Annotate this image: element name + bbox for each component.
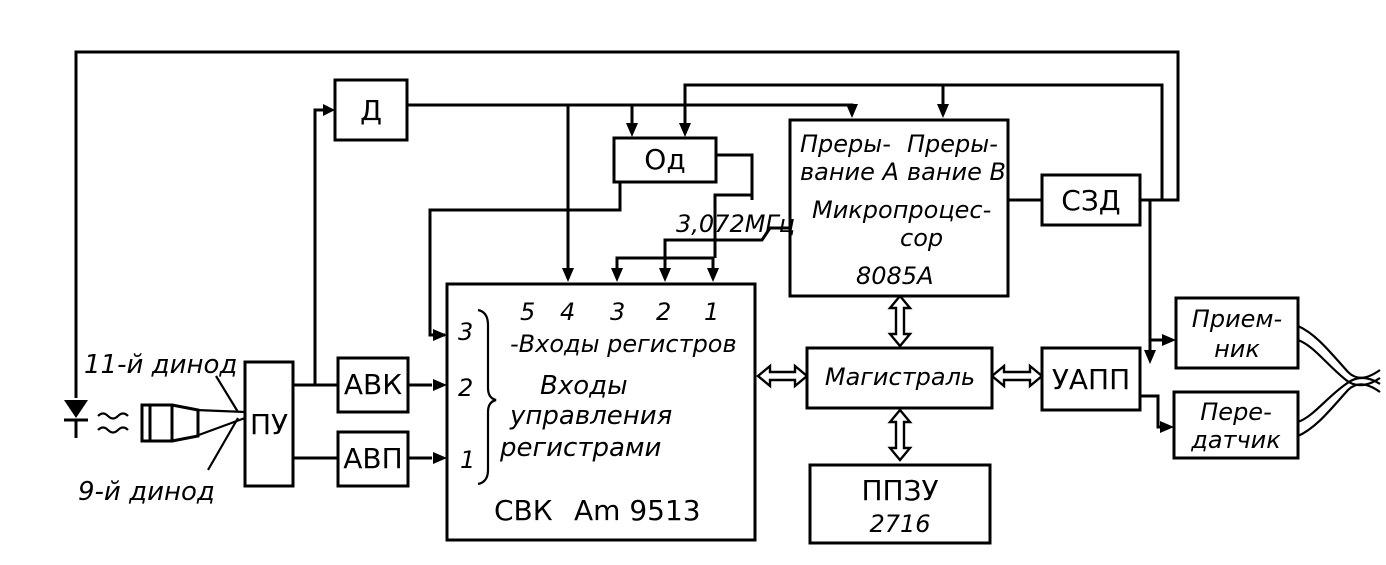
svk-ctrl-brace	[477, 308, 497, 486]
block-avp-label: АВП	[343, 442, 402, 475]
arrow-into-od-right	[679, 123, 691, 137]
block-peredatchik-line2: датчик	[1190, 426, 1281, 454]
svk-ctrl-3: 3	[458, 318, 473, 346]
block-ppzu-line2: 2716	[869, 510, 930, 538]
arrow-into-svk-ctrl1	[433, 452, 447, 464]
bus-arrows	[756, 294, 1044, 462]
svk-reg-1: 1	[704, 298, 719, 326]
svk-reg-4: 4	[560, 298, 575, 326]
arrow-into-priemnik	[1162, 334, 1176, 346]
wire-uapp-tx	[1140, 394, 1168, 429]
svk-reg-3: 3	[610, 298, 625, 326]
bus-magistral-ppzu	[887, 408, 913, 462]
svk-reg-5: 5	[520, 298, 535, 326]
block-svk	[445, 282, 757, 542]
block-peredatchik	[1172, 390, 1300, 460]
cpu-model: 8085А	[856, 262, 934, 290]
arrow-into-int-b	[937, 104, 949, 118]
arrow-into-svk-2	[659, 268, 671, 282]
block-pu-label: ПУ	[250, 408, 288, 441]
svk-ctrl-1: 1	[460, 446, 475, 474]
arrow-into-int-a	[846, 104, 858, 118]
block-d	[333, 78, 409, 142]
wire-dynode-11-lbl	[215, 375, 239, 413]
block-szd	[1040, 173, 1142, 227]
cpu-name-line1: Микропроцес-	[812, 196, 991, 224]
sensor-section: 11-й динод 9-й динод	[64, 350, 237, 507]
arrow-into-svk-ctrl2	[433, 379, 447, 391]
photomultiplier-icon	[140, 403, 200, 443]
svk-model-left: СВК	[494, 494, 553, 527]
block-od	[612, 136, 718, 184]
arrow-into-svk-3	[611, 268, 623, 282]
block-d-label: Д	[360, 94, 382, 127]
block-priemnik	[1174, 296, 1300, 370]
arrow-into-peredatchik	[1160, 421, 1174, 433]
light-wave-icon	[97, 412, 129, 434]
bus-cpu-magistral	[887, 294, 913, 348]
block-uapp	[1040, 346, 1142, 412]
svk-reg-2: 2	[656, 298, 671, 326]
block-od-label: Од	[644, 143, 685, 176]
wire-top-loop	[74, 50, 1180, 398]
block-peredatchik-line1: Пере-	[1200, 398, 1271, 426]
arrow-into-svk-ctrl3	[433, 329, 447, 341]
svk-reg-inputs-label: -Входы регистров	[510, 330, 737, 358]
blocks: Д Од Преры- вание А Преры- вание В Микро…	[243, 78, 1300, 545]
block-ppzu	[808, 463, 992, 545]
bus-svk-magistral	[756, 363, 809, 389]
twisted-pair-line	[1297, 324, 1381, 438]
wire-szd-uapp	[1140, 198, 1172, 342]
block-priemnik-line2: ник	[1214, 335, 1260, 363]
block-magistral	[805, 346, 994, 410]
wire-szd-feedback	[683, 83, 1164, 200]
arrowheads	[323, 104, 1176, 464]
cpu-int-a-line1: Преры-	[800, 130, 891, 158]
block-pu	[243, 360, 295, 488]
dynode-9-label: 9-й динод	[78, 477, 215, 507]
dynode-11-label: 11-й динод	[84, 350, 237, 380]
block-cpu	[788, 118, 1010, 298]
cpu-int-a-line2: вание А	[800, 158, 899, 186]
arrow-into-od-left	[626, 123, 638, 137]
wire-od-to-svk	[713, 153, 754, 258]
arrow-into-svk-1	[707, 268, 719, 282]
block-uapp-label: УАПП	[1052, 363, 1130, 396]
svk-model-right: Am 9513	[574, 494, 701, 527]
block-szd-label: СЗД	[1061, 184, 1120, 217]
arrow-into-uapp	[1144, 350, 1156, 364]
wire-pu-to-d	[313, 108, 332, 385]
svk-ctrl-line3: регистрами	[499, 433, 661, 463]
block-priemnik-line1: Прием-	[1192, 305, 1282, 333]
cpu-int-b-line1: Преры-	[907, 130, 998, 158]
photodiode-icon	[64, 400, 88, 438]
wire-d-bus	[407, 103, 854, 115]
cpu-clock-label: 3,072МГц	[676, 210, 795, 238]
block-avk	[336, 356, 410, 414]
arrow-into-svk-4	[562, 268, 574, 282]
cpu-name-line2: сор	[900, 224, 943, 252]
block-ppzu-line1: ППЗУ	[861, 474, 938, 507]
cpu-int-b-line2: вание В	[907, 158, 1006, 186]
block-avp	[336, 430, 410, 488]
bus-magistral-uapp	[990, 363, 1044, 389]
svk-ctrl-line1: Входы	[540, 371, 628, 401]
svk-ctrl-line2: управления	[509, 401, 672, 431]
block-magistral-label: Магистраль	[825, 363, 975, 391]
block-avk-label: АВК	[344, 368, 402, 401]
arrow-into-d	[323, 104, 335, 116]
wire-dynode-9-lbl	[207, 417, 239, 471]
svk-ctrl-2: 2	[458, 374, 473, 402]
wire-clock	[663, 226, 790, 273]
